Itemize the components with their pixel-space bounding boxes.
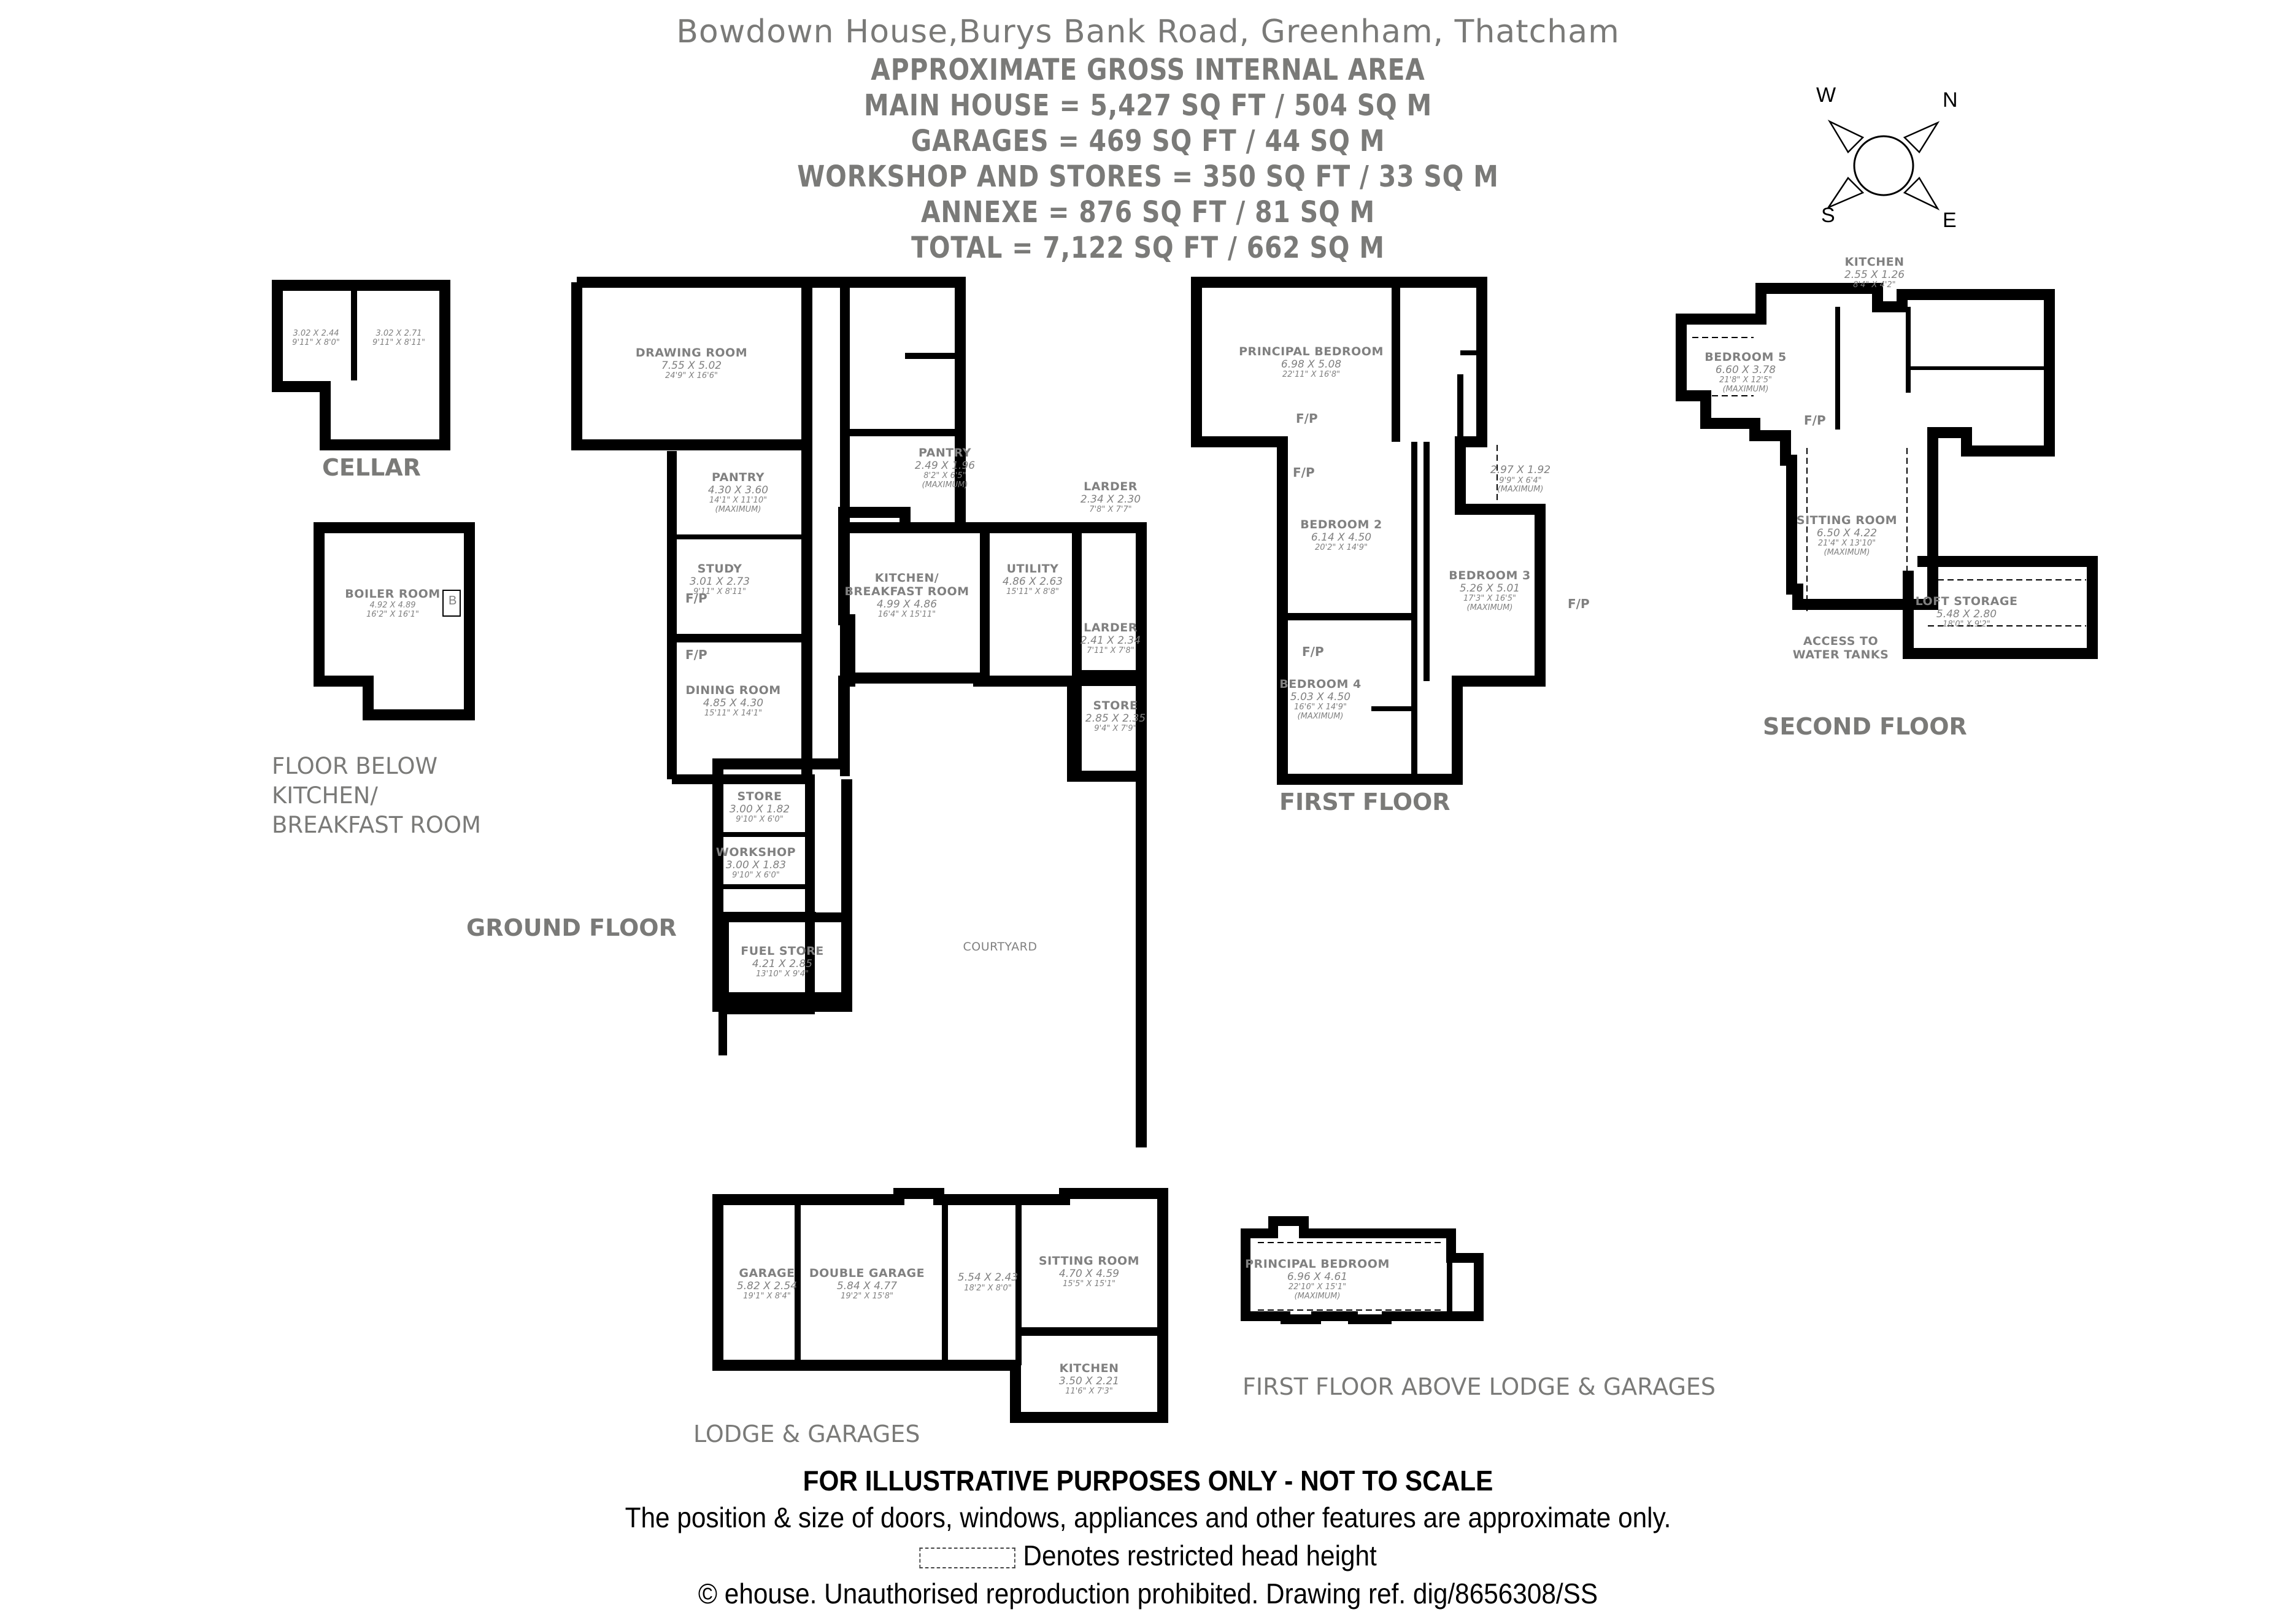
room-bedroom-4: BEDROOM 4 5.03 X 4.50 16'6" X 14'9" (MAX…	[1279, 677, 1362, 722]
area-main-house: MAIN HOUSE = 5,427 SQ FT / 504 SQ M	[863, 88, 1433, 123]
room-sitting-room-lodge: SITTING ROOM 4.70 X 4.59 15'5" X 15'1"	[1038, 1254, 1140, 1289]
room-utility: UTILITY 4.86 X 2.63 15'11" X 8'8"	[1002, 562, 1063, 597]
disclaimer-not-to-scale: FOR ILLUSTRATIVE PURPOSES ONLY - NOT TO …	[803, 1465, 1493, 1497]
area-workshop-stores: WORKSHOP AND STORES = 350 SQ FT / 33 SQ …	[797, 160, 1499, 194]
area-subtitle: APPROXIMATE GROSS INTERNAL AREA	[871, 53, 1425, 87]
floor-label-first: FIRST FLOOR	[1279, 788, 1450, 815]
room-kitchen-lodge: KITCHEN 3.50 X 2.21 11'6" X 7'3"	[1058, 1362, 1120, 1397]
compass-e: E	[1943, 209, 1957, 232]
dashed-box-icon	[919, 1547, 1015, 1568]
room-pantry-small: PANTRY 2.49 X 1.96 8'2" X 6'5" (MAXIMUM)	[914, 446, 976, 490]
cellar-room-2: 3.02 X 2.71 9'11" X 8'11"	[372, 329, 425, 347]
area-garages: GARAGES = 469 SQ FT / 44 SQ M	[911, 124, 1385, 158]
room-dining-room: DINING ROOM 4.85 X 4.30 15'11" X 14'1"	[685, 684, 781, 719]
cellar-room-1: 3.02 X 2.44 9'11" X 8'0"	[292, 329, 340, 347]
room-drawing-room: DRAWING ROOM 7.55 X 5.02 24'9" X 16'6"	[635, 346, 748, 381]
room-larder-upper: LARDER 2.34 X 2.30 7'8" X 7'7"	[1080, 480, 1141, 515]
floor-label-cellar: CELLAR	[322, 454, 421, 481]
room-store-east: STORE 2.85 X 2.35 9'4" X 7'9"	[1085, 699, 1146, 734]
room-principal-bedroom: PRINCIPAL BEDROOM 6.98 X 5.08 22'11" X 1…	[1239, 345, 1384, 380]
room-boiler-room: BOILER ROOM 4.92 X 4.89 16'2" X 16'1"	[345, 587, 441, 619]
fireplace-bedroom-4: F/P	[1302, 644, 1324, 659]
area-annexe: ANNEXE = 876 SQ FT / 81 SQ M	[921, 195, 1375, 229]
room-fuel-store: FUEL STORE 4.21 X 2.85 13'10" X 9'4"	[741, 944, 824, 979]
room-workshop: WORKSHOP 3.00 X 1.83 9'10" X 6'0"	[715, 846, 796, 881]
property-address: Bowdown House,Burys Bank Road, Greenham,…	[676, 13, 1620, 50]
fireplace-bedroom-2: F/P	[1293, 465, 1315, 480]
room-bedroom-3: BEDROOM 3 5.26 X 5.01 17'3" X 16'5" (MAX…	[1449, 569, 1531, 613]
room-kitchen-second: KITCHEN 2.55 X 1.26 8'4" X 4'2"	[1844, 255, 1905, 290]
label-access-water-tanks: ACCESS TO WATER TANKS	[1792, 634, 1889, 661]
floor-label-second: SECOND FLOOR	[1763, 713, 1967, 740]
compass-n: N	[1943, 88, 1958, 112]
room-landing: 2.97 X 1.92 9'9" X 6'4" (MAXIMUM)	[1490, 464, 1551, 495]
room-larder-lower: LARDER 2.41 X 2.34 7'11" X 7'8"	[1080, 621, 1141, 656]
room-pantry-large: PANTRY 4.30 X 3.60 14'1" X 11'10" (MAXIM…	[707, 471, 769, 515]
fireplace-bedroom-3: F/P	[1568, 596, 1590, 611]
room-store-west: STORE 3.00 X 1.82 9'10" X 6'0"	[729, 790, 790, 825]
compass-rose-icon: W N S E	[1804, 74, 2006, 233]
compass-s: S	[1821, 204, 1835, 227]
room-double-garage: DOUBLE GARAGE 5.84 X 4.77 19'2" X 15'8"	[809, 1266, 925, 1301]
room-study: STUDY 3.01 X 2.73 9'11" X 8'11"	[689, 562, 750, 597]
floor-label-lodge: LODGE & GARAGES	[693, 1421, 920, 1448]
area-courtyard: COURTYARD	[963, 940, 1038, 954]
room-garage: GARAGE 5.82 X 2.54 19'1" X 8'4"	[736, 1266, 798, 1301]
fireplace-bedroom-5: F/P	[1804, 413, 1826, 428]
compass-w: W	[1816, 83, 1836, 107]
legend-restricted-head-height: Denotes restricted head height	[92, 1539, 2205, 1572]
room-kitchen-breakfast: KITCHEN/ BREAKFAST ROOM 4.99 X 4.86 16'4…	[844, 571, 969, 620]
room-loft-storage: LOFT STORAGE 5.48 X 2.80 18'0" X 9'2"	[1915, 595, 2018, 630]
fireplace-study: F/P	[685, 591, 707, 606]
copyright-notice: © ehouse. Unauthorised reproduction proh…	[698, 1578, 1598, 1610]
disclaimer-approximate: The position & size of doors, windows, a…	[625, 1502, 1671, 1533]
floor-label-lodge-first: FIRST FLOOR ABOVE LODGE & GARAGES	[1242, 1373, 1716, 1400]
fireplace-dining: F/P	[685, 647, 707, 662]
floor-label-ground: GROUND FLOOR	[466, 914, 677, 941]
floor-label-floor-below: FLOOR BELOW KITCHEN/ BREAKFAST ROOM	[272, 753, 481, 839]
area-total: TOTAL = 7,122 SQ FT / 662 SQ M	[911, 231, 1385, 265]
room-lodge-unnamed: 5.54 X 2.43 18'2" X 8'0"	[957, 1271, 1019, 1293]
fireplace-principal: F/P	[1296, 411, 1318, 426]
room-bedroom-2: BEDROOM 2 6.14 X 4.50 20'2" X 14'9"	[1300, 518, 1382, 553]
room-principal-bedroom-annexe: PRINCIPAL BEDROOM 6.96 X 4.61 22'10" X 1…	[1245, 1257, 1390, 1301]
room-bedroom-5: BEDROOM 5 6.60 X 3.78 21'8" X 12'5" (MAX…	[1705, 350, 1787, 395]
boiler-symbol: B	[449, 594, 457, 607]
room-sitting-room-second: SITTING ROOM 6.50 X 4.22 21'4" X 13'10" …	[1796, 514, 1898, 558]
